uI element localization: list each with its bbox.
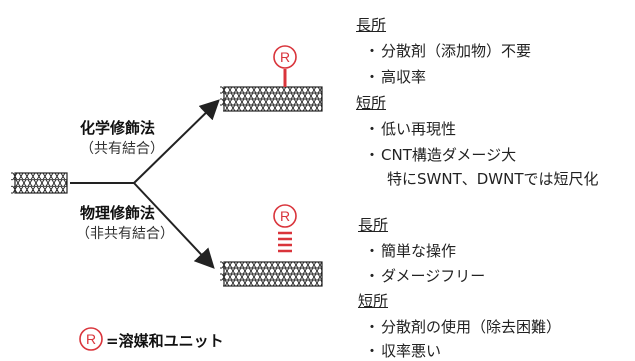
physical-pro-item: ・ダメージフリー	[364, 267, 486, 285]
chemical-pro-item: ・分散剤（添加物）不要	[364, 42, 532, 60]
solvation-unit-physical	[273, 204, 297, 228]
physical-pro-item: ・簡単な操作	[364, 242, 457, 260]
physical-con-item: ・収率悪い	[364, 342, 442, 360]
noncovalent-interaction-dashes	[278, 231, 292, 253]
chemical-method-subtitle: （共有結合）	[80, 141, 164, 157]
pristine-nanotube	[11, 172, 68, 194]
legend-symbol	[79, 327, 103, 351]
chemically-modified-nanotube	[220, 86, 323, 112]
arrow-to-physical	[133, 182, 215, 269]
chemical-con-note: 特にSWNT、DWNTでは短尺化	[387, 170, 599, 188]
chemical-pros-heading: 長所	[356, 16, 387, 34]
physical-method-subtitle: （非共有結合）	[76, 226, 174, 242]
arrow-to-chemical	[133, 99, 220, 184]
solvation-unit-chemical	[273, 45, 297, 69]
physically-modified-nanotube	[220, 261, 323, 287]
physical-method-title: 物理修飾法	[80, 204, 156, 222]
chemical-method-title: 化学修飾法	[80, 119, 156, 137]
physical-con-item: ・分散剤の使用（除去困難）	[364, 318, 562, 336]
chemical-con-item: ・CNT構造ダメージ大	[364, 146, 517, 164]
chemical-pro-item: ・高収率	[364, 68, 427, 86]
physical-pros-heading: 長所	[358, 216, 389, 234]
legend-symbol-letter: R	[86, 331, 96, 347]
solvation-unit-physical-letter: R	[280, 208, 290, 224]
solvation-unit-chemical-letter: R	[280, 49, 290, 65]
chemical-con-item: ・低い再現性	[364, 120, 457, 138]
legend-text: =溶媒和ユニット	[106, 332, 224, 350]
chemical-cons-heading: 短所	[356, 94, 387, 112]
physical-cons-heading: 短所	[358, 292, 389, 310]
